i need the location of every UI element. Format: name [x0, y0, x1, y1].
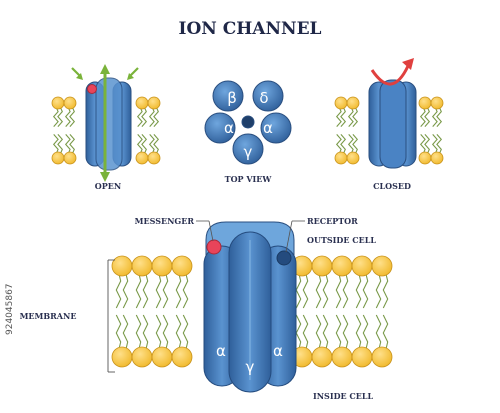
- closed-membrane: [334, 96, 444, 165]
- main-label-gamma: γ: [246, 358, 255, 376]
- top-label-alpha-right: α: [263, 119, 273, 137]
- lipid-head: [418, 151, 432, 165]
- top-view-label: TOP VIEW: [225, 174, 273, 184]
- lipid-head: [151, 346, 173, 368]
- lipid-head: [371, 346, 393, 368]
- lipid-head: [135, 151, 149, 165]
- top-view-panel: β δ α α γ TOP VIEW: [204, 80, 292, 184]
- lipid-head: [430, 151, 444, 165]
- lipid-head: [135, 96, 149, 110]
- lipid-head: [111, 255, 133, 277]
- lipid-head: [147, 96, 161, 110]
- main-label-alpha-left: α: [216, 342, 226, 360]
- receptor-label: RECEPTOR: [307, 216, 358, 226]
- lipid-head: [351, 346, 373, 368]
- lipid-head: [131, 255, 153, 277]
- top-label-delta: δ: [259, 89, 268, 107]
- closed-channel: [368, 79, 417, 169]
- lipid-head: [418, 96, 432, 110]
- lipid-head: [51, 151, 65, 165]
- lipid-head: [334, 151, 348, 165]
- lipid-head: [331, 346, 353, 368]
- main-panel: α γ α MESSENGER RECEPTOR OUTSIDE CELL IN…: [20, 216, 393, 401]
- lipid-head: [51, 96, 65, 110]
- main-channel: [203, 221, 297, 393]
- open-channel: [85, 77, 132, 171]
- closed-blocked-arrow: [370, 58, 414, 86]
- main-label-alpha-right: α: [273, 342, 283, 360]
- lipid-head: [147, 151, 161, 165]
- lipid-head: [331, 255, 353, 277]
- lipid-head: [171, 255, 193, 277]
- lipid-head: [171, 346, 193, 368]
- lipid-head: [151, 255, 173, 277]
- receptor-site: [276, 250, 292, 266]
- membrane-bracket: [107, 259, 115, 373]
- top-label-gamma: γ: [244, 143, 253, 161]
- subunit-delta: [252, 80, 284, 112]
- open-messenger-dot: [87, 84, 97, 94]
- subunit-alpha-left: [204, 112, 236, 144]
- lipid-head: [111, 346, 133, 368]
- open-flow-arrow: [100, 64, 110, 182]
- side-id-text: 924045867: [5, 283, 15, 335]
- inside-cell-label: INSIDE CELL: [313, 391, 373, 401]
- lipid-head: [430, 96, 444, 110]
- membrane-label: MEMBRANE: [20, 311, 77, 321]
- lipid-head: [346, 96, 360, 110]
- lipid-head: [311, 346, 333, 368]
- lipid-head: [334, 96, 348, 110]
- open-label: OPEN: [95, 181, 121, 191]
- closed-label: CLOSED: [373, 181, 411, 191]
- central-pore: [241, 115, 255, 129]
- open-panel: OPEN: [51, 64, 161, 191]
- lipid-head: [371, 255, 393, 277]
- subunit-beta: [212, 80, 244, 112]
- lipid-head: [351, 255, 373, 277]
- messenger-molecule: [206, 239, 222, 255]
- open-membrane: [51, 96, 161, 165]
- lipid-head: [131, 346, 153, 368]
- main-membrane: [111, 255, 393, 368]
- closed-panel: CLOSED: [334, 58, 444, 191]
- lipid-head: [311, 255, 333, 277]
- diagram-title: ION CHANNEL: [179, 19, 322, 39]
- lipid-head: [346, 151, 360, 165]
- lipid-head: [63, 96, 77, 110]
- outside-cell-label: OUTSIDE CELL: [307, 235, 376, 245]
- subunit-gamma: [232, 133, 264, 165]
- top-label-alpha-left: α: [224, 119, 234, 137]
- open-side-arrows: [71, 67, 139, 80]
- messenger-label: MESSENGER: [135, 216, 195, 226]
- top-label-beta: β: [227, 89, 237, 107]
- lipid-head: [63, 151, 77, 165]
- subunit-alpha-right: [260, 112, 292, 144]
